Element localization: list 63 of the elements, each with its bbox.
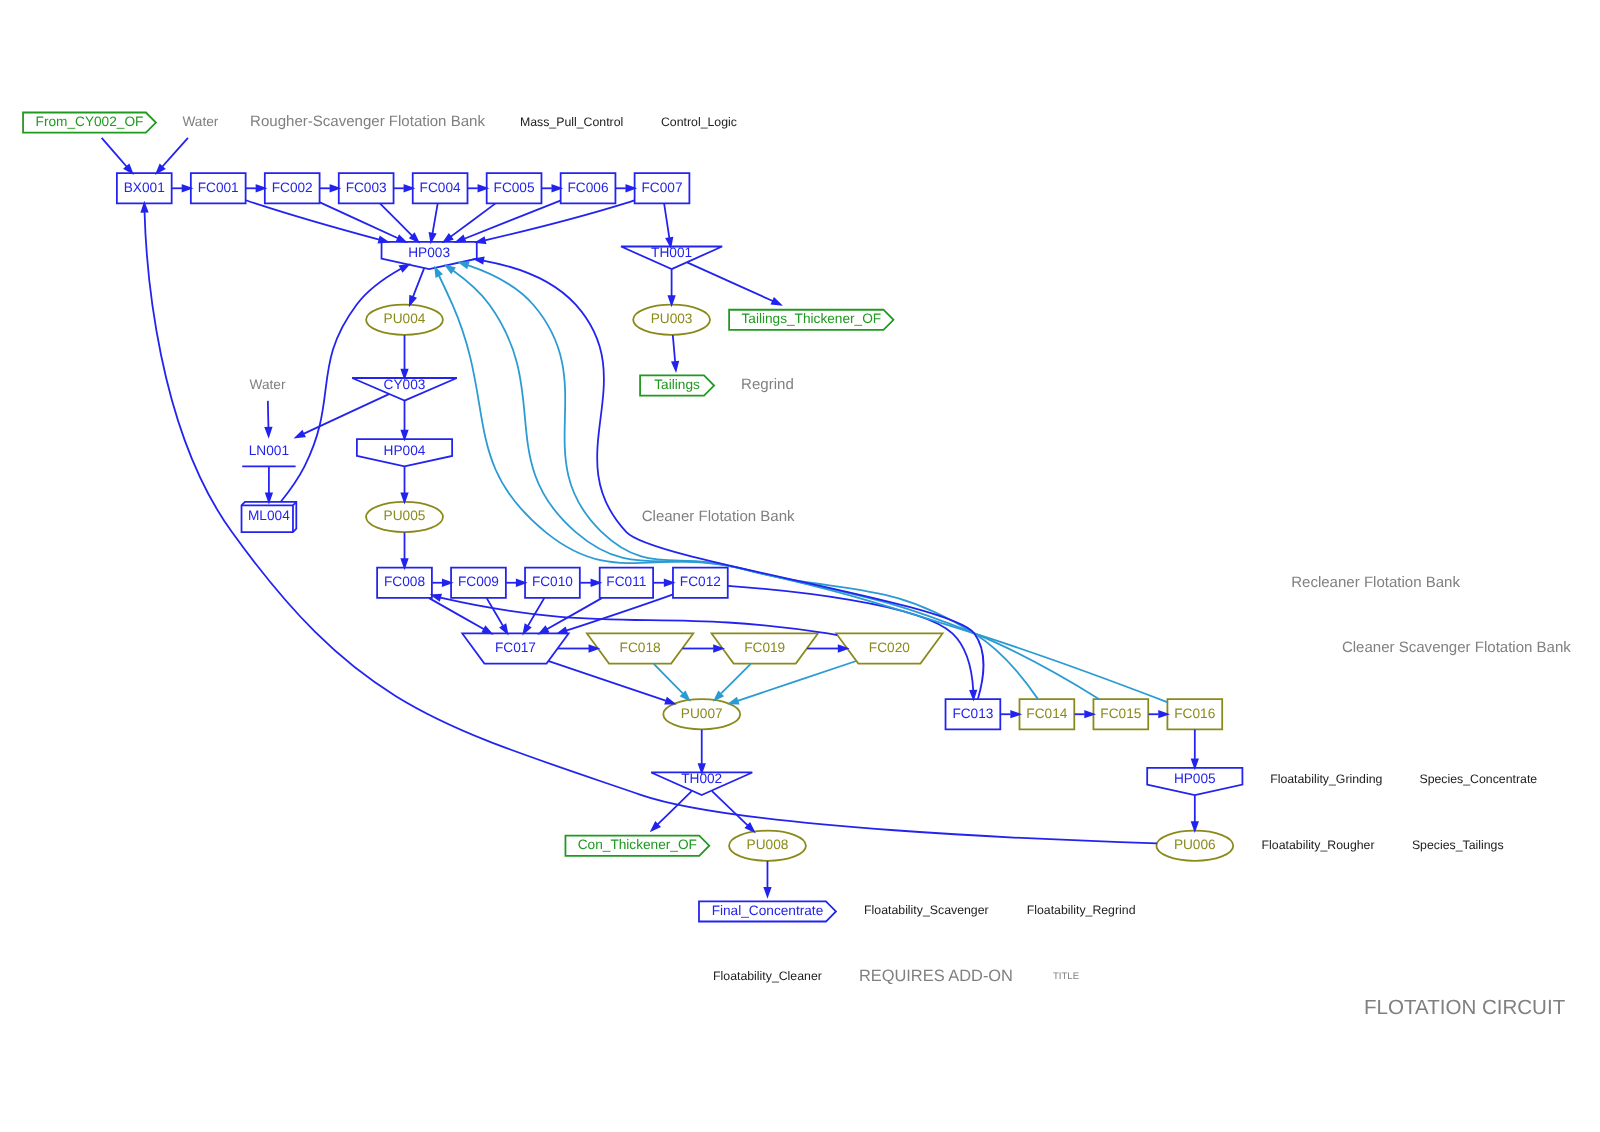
arrow xyxy=(245,198,391,243)
arrow xyxy=(474,198,636,244)
arrow xyxy=(540,183,564,192)
arrow xyxy=(393,183,416,192)
arrow xyxy=(1073,709,1097,718)
arrow xyxy=(712,661,752,701)
arrow xyxy=(579,577,603,586)
arrow xyxy=(428,201,439,244)
arrow xyxy=(400,530,409,570)
arrow xyxy=(555,592,674,634)
arrow xyxy=(466,183,490,192)
arrow xyxy=(663,201,674,249)
arrow xyxy=(429,592,838,635)
arrow xyxy=(264,464,274,504)
arrow xyxy=(614,183,638,192)
arrow xyxy=(670,333,680,372)
arrow xyxy=(431,577,454,586)
arrow xyxy=(400,464,409,504)
arrow xyxy=(279,262,411,502)
arrow xyxy=(652,661,691,701)
arrow xyxy=(319,200,409,242)
arrow xyxy=(711,789,756,833)
arrow xyxy=(686,260,783,305)
arrow xyxy=(727,584,978,701)
arrow xyxy=(763,859,772,898)
arrow xyxy=(264,399,273,438)
label: Cleaner Flotation Bank xyxy=(641,505,795,524)
arrow xyxy=(293,392,390,438)
label: Rougher-Scavenger Flotation Bank xyxy=(250,111,485,130)
arrow xyxy=(547,659,677,704)
arrow xyxy=(400,399,409,441)
arrow xyxy=(649,789,693,832)
label: Regrind xyxy=(741,374,794,393)
arrow xyxy=(806,643,850,652)
arrow xyxy=(140,199,1158,844)
arrow xyxy=(652,577,676,586)
arrow xyxy=(428,596,494,634)
arrow xyxy=(154,136,189,174)
diagram-title: FLOTATION CIRCUIT xyxy=(1364,997,1566,1020)
arrow xyxy=(100,136,134,174)
arrow xyxy=(667,267,676,307)
arrow xyxy=(485,596,509,635)
arrow xyxy=(171,183,194,192)
arrow xyxy=(454,198,562,242)
arrow xyxy=(1190,727,1199,770)
arrow xyxy=(379,201,421,243)
label: Cleaner Scavenger Flotation Bank xyxy=(1341,637,1571,656)
arrow xyxy=(441,201,497,243)
arrow xyxy=(245,183,268,192)
arrow xyxy=(400,333,409,380)
arrow xyxy=(319,183,342,192)
arrow xyxy=(537,596,603,634)
arrow xyxy=(1190,793,1199,833)
arrow xyxy=(556,643,601,652)
arrow xyxy=(697,727,706,775)
arrow xyxy=(1147,709,1171,718)
arrow xyxy=(505,577,528,586)
arrow xyxy=(408,266,426,307)
arrow xyxy=(681,643,725,652)
arrow xyxy=(522,596,546,635)
arrow xyxy=(727,659,858,704)
arrow xyxy=(999,709,1023,718)
label: Recleaner Flotation Bank xyxy=(1291,571,1460,590)
